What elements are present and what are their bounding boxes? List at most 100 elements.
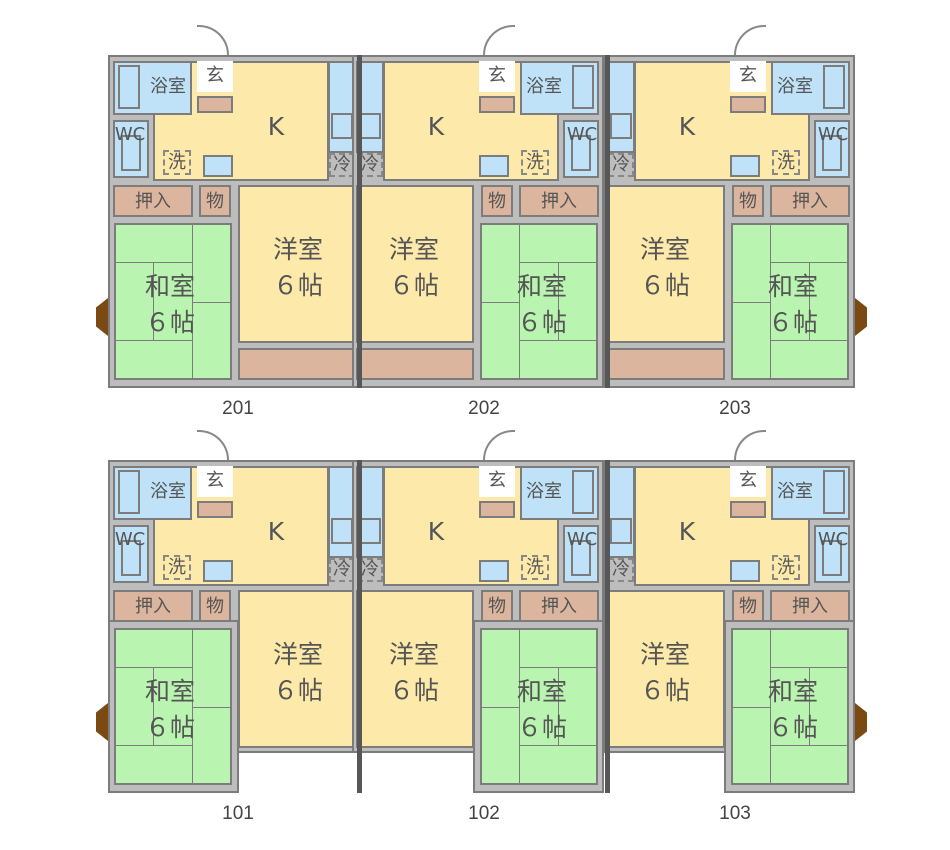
label-closet: 押入 (135, 596, 171, 617)
toilet-icon (571, 135, 591, 171)
unit-number: 101 (222, 803, 254, 824)
label-storage: 物 (488, 191, 506, 212)
unit-number: 202 (468, 398, 500, 419)
tatami-line (731, 628, 771, 708)
party-wall (357, 55, 362, 388)
japanese-room (114, 223, 232, 380)
label-entrance: 玄 (488, 65, 506, 86)
label-western-room-name: 洋室 (388, 234, 440, 264)
bathtub-icon (823, 470, 845, 514)
label-bath: 浴室 (526, 76, 562, 97)
label-western-room-name: 洋室 (272, 234, 324, 264)
label-western-room-size: ６帖 (272, 676, 324, 705)
washbasin-icon (479, 155, 509, 177)
label-fridge: 冷 (612, 559, 630, 580)
stove-icon (610, 113, 632, 139)
storage (481, 185, 513, 217)
tatami-line (480, 223, 520, 303)
tatami-line (519, 745, 598, 785)
label-western-room: 洋室 ６帖 (640, 637, 690, 710)
western-room (356, 185, 474, 343)
stove-icon (359, 518, 381, 544)
washbasin-icon (203, 155, 233, 177)
label-bath: 浴室 (777, 76, 813, 97)
label-storage: 物 (739, 191, 757, 212)
label-kitchen: K (678, 111, 696, 141)
tatami-line (114, 745, 193, 785)
stove-icon (359, 113, 381, 139)
entrance (479, 466, 515, 497)
window-icon (96, 298, 108, 336)
label-kitchen: K (267, 111, 285, 141)
window-icon (96, 703, 108, 741)
toilet-icon (822, 540, 842, 576)
window-icon (855, 703, 867, 741)
label-japanese-room-size: ６帖 (767, 308, 819, 337)
tatami-line (480, 707, 520, 785)
closet-oshiire (519, 185, 599, 217)
party-wall (605, 460, 610, 793)
toilet-icon (822, 135, 842, 171)
entrance (730, 466, 766, 497)
label-japanese-room-size: ６帖 (144, 308, 196, 337)
tatami-line (519, 628, 598, 668)
closet-oshiire (113, 185, 193, 217)
entrance (730, 61, 766, 92)
label-bath: 浴室 (526, 481, 562, 502)
label-fridge: 冷 (361, 154, 379, 175)
window-icon (855, 298, 867, 336)
closet-bottom (607, 348, 725, 380)
unit-number: 103 (719, 803, 751, 824)
bathtub-icon (118, 65, 140, 109)
label-wc: WC (566, 529, 598, 550)
tatami-line (114, 628, 193, 668)
bathtub-icon (118, 470, 140, 514)
label-entrance: 玄 (739, 470, 757, 491)
storage (199, 590, 231, 622)
shoe-cabinet (197, 96, 233, 113)
stove-icon (331, 518, 353, 544)
label-western-room-size: ６帖 (388, 676, 440, 705)
label-fridge: 冷 (333, 559, 351, 580)
western-room (238, 185, 356, 343)
shoe-cabinet (479, 96, 515, 113)
tatami-line (731, 707, 771, 785)
bathtub-icon (823, 65, 845, 109)
washbasin-icon (730, 155, 760, 177)
western-room (238, 590, 356, 748)
label-washer: 洗 (777, 557, 795, 578)
shoe-cabinet (730, 96, 766, 113)
storage (481, 590, 513, 622)
washer-space (772, 555, 800, 580)
unit-number: 201 (222, 398, 254, 419)
party-wall (605, 55, 610, 388)
label-western-room-size: ６帖 (639, 676, 691, 705)
label-closet: 押入 (135, 191, 171, 212)
toilet-icon (571, 540, 591, 576)
closet-oshiire (519, 590, 599, 622)
tatami-line (192, 707, 232, 785)
label-japanese-room-name: 和室 (144, 271, 196, 301)
label-fridge: 冷 (333, 154, 351, 175)
label-wc: WC (817, 529, 849, 550)
unit-number: 102 (468, 803, 500, 824)
closet-oshiire (770, 185, 850, 217)
entrance-door-icon (734, 430, 766, 460)
label-western-room-name: 洋室 (639, 639, 691, 669)
label-western-room-size: ６帖 (639, 271, 691, 300)
label-washer: 洗 (526, 152, 544, 173)
tatami-line (770, 223, 849, 263)
label-closet: 押入 (792, 596, 828, 617)
western-room (607, 590, 725, 748)
western-room (356, 590, 474, 748)
